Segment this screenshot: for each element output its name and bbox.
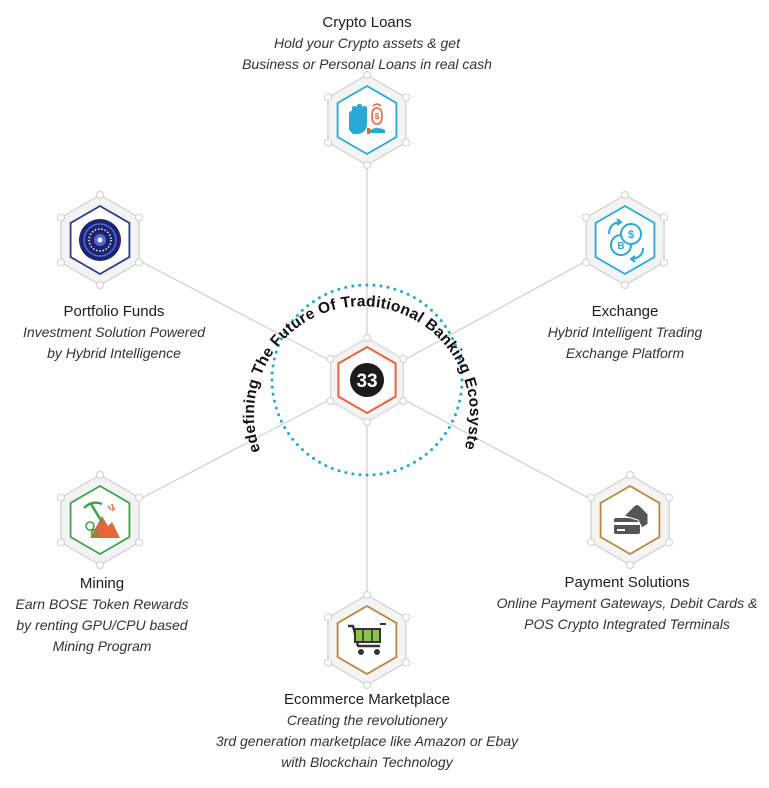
node-desc-line: Hybrid Intelligent Trading bbox=[547, 324, 703, 340]
node-desc-line: Business or Personal Loans in real cash bbox=[242, 56, 492, 72]
bose-logo-icon bbox=[350, 363, 384, 397]
node-title: Portfolio Funds bbox=[63, 303, 165, 320]
node-title: Exchange bbox=[591, 303, 659, 320]
svg-text:$: $ bbox=[628, 229, 634, 241]
node-desc-line: by renting GPU/CPU based bbox=[16, 617, 188, 633]
connector-mining bbox=[99, 379, 368, 521]
hand-money-bag-icon: $ bbox=[349, 103, 385, 134]
node-desc-line: Investment Solution Powered bbox=[22, 324, 206, 340]
svg-text:B: B bbox=[617, 241, 624, 252]
node-desc-line: Online Payment Gateways, Debit Cards & bbox=[496, 595, 758, 611]
node-payment-solutions[interactable] bbox=[587, 471, 673, 569]
label-crypto-loans: Crypto Loans Hold your Crypto assets & g… bbox=[217, 13, 517, 75]
node-title: Ecommerce Marketplace bbox=[284, 691, 450, 708]
mining-pickaxe-icon bbox=[83, 501, 120, 538]
node-desc-line: Hold your Crypto assets & get bbox=[274, 35, 460, 51]
center-hub[interactable]: 33 bbox=[326, 334, 408, 426]
node-exchange[interactable]: B $ bbox=[582, 191, 668, 289]
card-payment-icon bbox=[614, 504, 649, 534]
node-crypto-loans[interactable]: $ bbox=[324, 71, 410, 169]
node-desc-line: Exchange Platform bbox=[565, 345, 685, 361]
center-logo-text: 33 bbox=[356, 371, 377, 392]
label-payment-solutions: Payment Solutions Online Payment Gateway… bbox=[489, 573, 765, 635]
shopping-cart-icon bbox=[348, 623, 386, 655]
svg-text:$: $ bbox=[375, 112, 380, 121]
label-exchange: Exchange Hybrid Intelligent Trading Exch… bbox=[505, 302, 745, 364]
node-portfolio-funds[interactable] bbox=[57, 191, 143, 289]
node-ecommerce-marketplace[interactable] bbox=[324, 591, 410, 689]
node-title: Crypto Loans bbox=[322, 14, 412, 31]
node-title: Mining bbox=[79, 575, 125, 592]
label-ecommerce-marketplace: Ecommerce Marketplace Creating the revol… bbox=[197, 690, 537, 773]
node-desc-line: Creating the revolutionery bbox=[286, 712, 448, 728]
node-desc-line: with Blockchain Technology bbox=[281, 754, 453, 770]
node-mining[interactable] bbox=[57, 471, 143, 569]
node-title: Payment Solutions bbox=[564, 574, 690, 591]
vault-icon bbox=[79, 219, 121, 261]
coin-exchange-icon: B $ bbox=[608, 218, 644, 263]
node-desc-line: Mining Program bbox=[52, 638, 152, 654]
label-portfolio-funds: Portfolio Funds Investment Solution Powe… bbox=[0, 302, 228, 364]
node-desc-line: POS Crypto Integrated Terminals bbox=[524, 616, 730, 632]
node-desc-line: by Hybrid Intelligence bbox=[47, 345, 181, 361]
connector-payment-solutions bbox=[366, 379, 631, 521]
label-mining: Mining Earn BOSE Token Rewards by rentin… bbox=[0, 574, 204, 657]
connector-exchange bbox=[366, 239, 626, 381]
connector-portfolio-funds bbox=[99, 239, 368, 381]
node-desc-line: Earn BOSE Token Rewards bbox=[15, 596, 189, 612]
dotted-ring bbox=[270, 283, 464, 477]
node-desc-line: 3rd generation marketplace like Amazon o… bbox=[215, 733, 519, 749]
